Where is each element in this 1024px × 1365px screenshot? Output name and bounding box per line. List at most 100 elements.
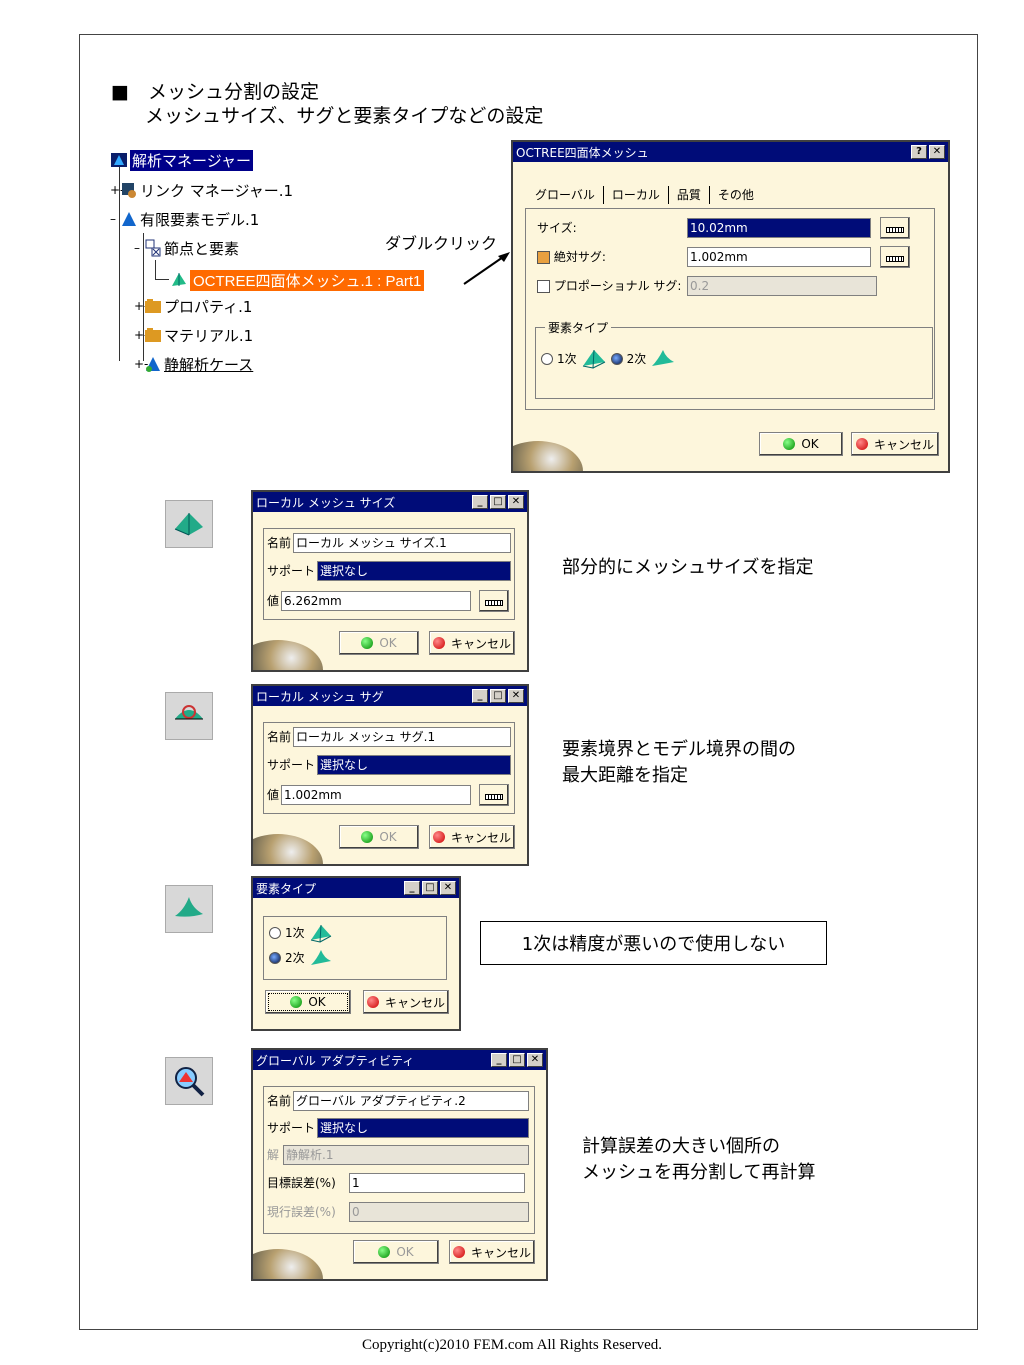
earth-logo-icon [513, 441, 583, 471]
minimize-button[interactable]: _ [472, 689, 488, 703]
size-field[interactable]: 10.02mm [687, 218, 871, 238]
tree-item-link-manager[interactable]: +- リンク マネージャー.1 [110, 181, 294, 200]
heading-subtitle: メッシュサイズ、サグと要素タイプなどの設定 [145, 105, 544, 127]
name-field[interactable]: ローカル メッシュ サグ.1 [293, 727, 511, 747]
tree-item-static-case[interactable]: +- 静解析ケース [134, 355, 254, 374]
current-error-field: 0 [349, 1202, 529, 1222]
size-label: サイズ: [537, 221, 577, 235]
cancel-button[interactable]: キャンセル [449, 1240, 535, 1264]
cancel-button[interactable]: キャンセル [851, 432, 939, 456]
maximize-button[interactable]: □ [490, 495, 506, 509]
analysis-manager-icon [111, 153, 127, 167]
element-type-toolbar-icon[interactable] [165, 885, 213, 933]
support-field[interactable]: 選択なし [317, 755, 511, 775]
support-label: サポート [267, 1121, 316, 1135]
cancel-button[interactable]: キャンセル [363, 990, 449, 1014]
tree-item-fem-model[interactable]: – 有限要素モデル.1 [110, 210, 260, 229]
tab-local[interactable]: ローカル [604, 186, 669, 204]
adaptivity-description: 計算誤差の大きい個所の メッシュを再分割して再計算 [582, 1136, 816, 1183]
name-label: 名前 [267, 730, 292, 744]
close-button[interactable]: ✕ [527, 1053, 543, 1067]
element-type-icon [175, 897, 203, 917]
tab-other[interactable]: その他 [717, 188, 754, 202]
name-label: 名前 [267, 1094, 292, 1108]
ok-button[interactable]: OK [759, 432, 843, 456]
tree-item-materials[interactable]: +- マテリアル.1 [134, 326, 254, 345]
local-size-description: 部分的にメッシュサイズを指定 [562, 557, 814, 578]
support-field[interactable]: 選択なし [317, 561, 511, 581]
abs-sag-measure-button[interactable] [880, 246, 910, 268]
tab-global[interactable]: グローバル [527, 186, 604, 204]
target-error-label: 目標誤差(%) [267, 1176, 336, 1190]
parabolic-tetra-icon [652, 350, 675, 366]
element-type-options: 1次 2次 [541, 348, 676, 370]
minimize-button[interactable]: _ [404, 881, 420, 895]
earth-logo-icon [253, 834, 323, 864]
tree-item-octree-mesh[interactable]: OCTREE四面体メッシュ.1 : Part1 [170, 269, 425, 291]
ok-button[interactable]: OK [265, 990, 351, 1014]
linear-radio[interactable] [541, 353, 553, 365]
tree-root[interactable]: 解析マネージャー [110, 149, 253, 171]
link-manager-icon [122, 183, 136, 198]
local-sag-icon [175, 705, 203, 720]
help-button[interactable]: ? [911, 145, 927, 159]
prop-sag-checkbox[interactable] [537, 280, 550, 293]
ok-button[interactable]: OK [339, 631, 419, 655]
size-measure-button[interactable] [880, 217, 910, 239]
measure-button[interactable] [479, 590, 509, 612]
maximize-button[interactable]: □ [422, 881, 438, 895]
name-field[interactable]: ローカル メッシュ サイズ.1 [293, 533, 511, 553]
close-button[interactable]: ✕ [929, 145, 945, 159]
parabolic-radio[interactable] [269, 952, 281, 964]
parabolic-radio[interactable] [610, 353, 623, 365]
analysis-tree: 解析マネージャー +- リンク マネージャー.1 – 有限要素モデル.1 – 節… [110, 145, 510, 385]
local-sag-description: 要素境界とモデル境界の間の 最大距離を指定 [562, 739, 796, 786]
parabolic-option[interactable]: 2次 [269, 948, 333, 968]
minimize-button[interactable]: _ [491, 1053, 507, 1067]
local-size-icon [174, 513, 203, 536]
arrow-icon [463, 252, 510, 285]
close-button[interactable]: ✕ [440, 881, 456, 895]
element-type-dialog: 要素タイプ _□✕ 1次 2次 OK キャンセル [251, 876, 461, 1031]
heading-title: ■ メッシュ分割の設定 [111, 81, 319, 103]
double-click-label: ダブルクリック [385, 234, 498, 253]
local-mesh-sag-toolbar-icon[interactable] [165, 692, 213, 740]
close-button[interactable]: ✕ [508, 495, 524, 509]
cancel-button[interactable]: キャンセル [429, 631, 515, 655]
value-field[interactable]: 6.262mm [281, 591, 471, 611]
close-button[interactable]: ✕ [508, 689, 524, 703]
cancel-button[interactable]: キャンセル [429, 825, 515, 849]
support-label: サポート [267, 758, 316, 772]
parabolic-tetra-icon [310, 950, 331, 965]
adaptivity-toolbar-icon[interactable] [165, 1057, 213, 1105]
maximize-button[interactable]: □ [490, 689, 506, 703]
abs-sag-field[interactable]: 1.002mm [687, 247, 871, 267]
linear-option[interactable]: 1次 [269, 923, 333, 943]
name-field[interactable]: グローバル アダプティビティ.2 [293, 1091, 529, 1111]
local-mesh-size-dialog: ローカル メッシュ サイズ _□✕ 名前 ローカル メッシュ サイズ.1 サポー… [251, 490, 529, 672]
section-heading: ■ メッシュ分割の設定 メッシュサイズ、サグと要素タイプなどの設定 [111, 80, 543, 128]
current-error-label: 現行誤差(%) [267, 1205, 336, 1219]
minimize-button[interactable]: _ [472, 495, 488, 509]
value-field[interactable]: 1.002mm [281, 785, 471, 805]
global-adaptivity-dialog: グローバル アダプティビティ _□✕ 名前 グローバル アダプティビティ.2 サ… [251, 1048, 548, 1281]
earth-logo-icon [253, 1249, 323, 1279]
tree-item-properties[interactable]: +- プロパティ.1 [134, 297, 253, 316]
linear-radio[interactable] [269, 927, 281, 939]
ok-button[interactable]: OK [353, 1240, 439, 1264]
octree-dialog-titlebar: OCTREE四面体メッシュ ?✕ [513, 142, 948, 162]
abs-sag-checkbox[interactable] [537, 251, 550, 264]
name-label: 名前 [267, 536, 292, 550]
linear-tetra-icon [310, 924, 331, 943]
support-field[interactable]: 選択なし [317, 1118, 529, 1138]
local-mesh-sag-dialog: ローカル メッシュ サグ _□✕ 名前 ローカル メッシュ サグ.1 サポート … [251, 684, 529, 866]
tree-item-nodes-elements[interactable]: – 節点と要素 [134, 239, 240, 258]
local-mesh-size-toolbar-icon[interactable] [165, 500, 213, 548]
maximize-button[interactable]: □ [509, 1053, 525, 1067]
tab-quality[interactable]: 品質 [669, 186, 710, 204]
ok-button[interactable]: OK [339, 825, 419, 849]
target-error-field[interactable]: 1 [349, 1173, 525, 1193]
element-type-group [535, 327, 933, 399]
prop-sag-label: プロポーショナル サグ: [537, 276, 681, 296]
measure-button[interactable] [479, 784, 509, 806]
